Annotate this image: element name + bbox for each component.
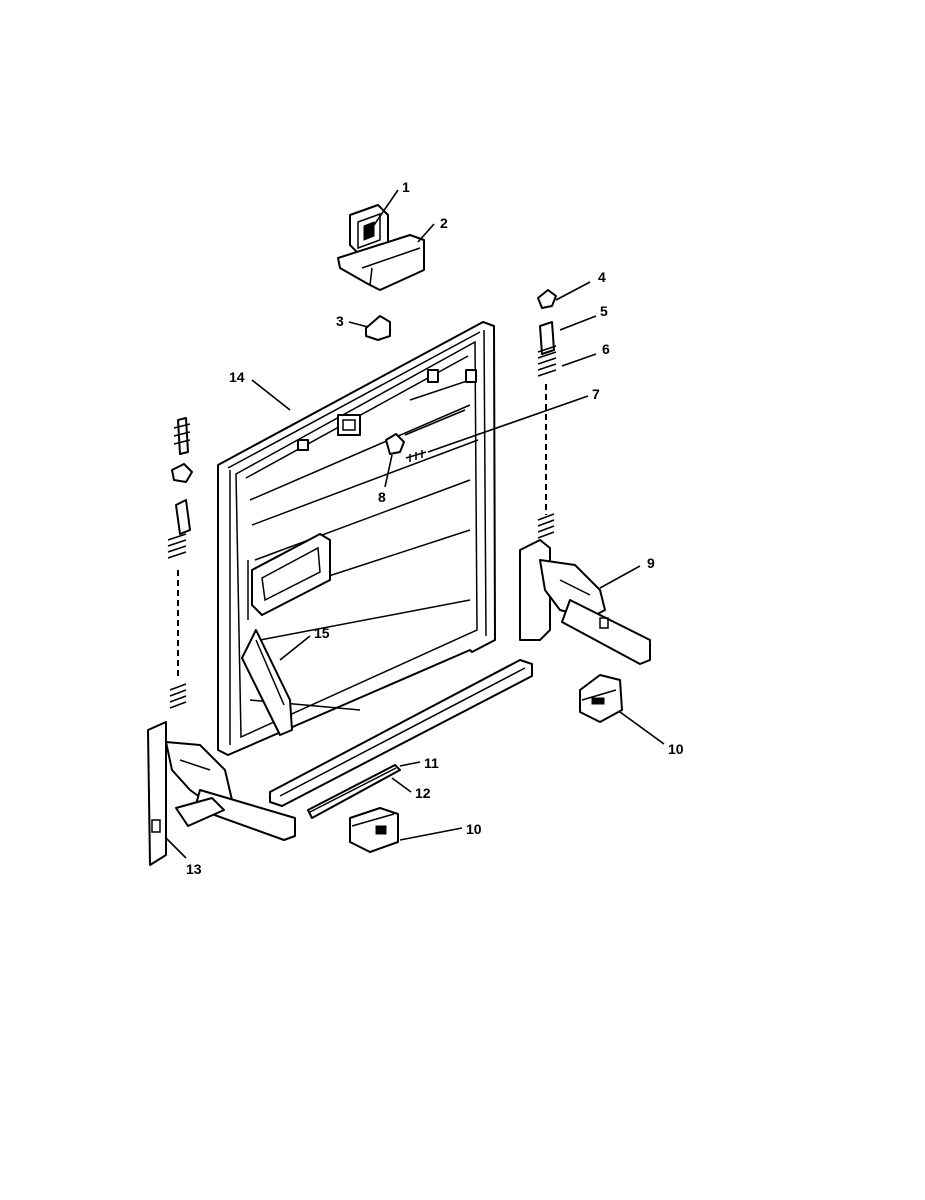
callout-6: 6 (602, 341, 610, 357)
callout-3: 3 (336, 313, 344, 329)
left-hinge-bracket (147, 721, 296, 866)
right-hinge-bracket (519, 539, 651, 665)
callout-13: 13 (186, 861, 202, 877)
callout-labels: 1 2 3 4 5 6 7 8 9 10 10 11 12 13 14 15 (186, 179, 684, 877)
callout-10-right: 10 (668, 741, 684, 757)
callout-14: 14 (229, 369, 245, 385)
leader-lines (165, 189, 665, 859)
part-10-right-block (579, 674, 623, 723)
door-panel (217, 321, 496, 756)
callout-5: 5 (600, 303, 608, 319)
callout-1: 1 (402, 179, 410, 195)
callout-2: 2 (440, 215, 448, 231)
callout-12: 12 (415, 785, 431, 801)
part-7-8-screw-assembly (385, 433, 427, 462)
left-spring-assembly (167, 417, 193, 709)
callout-7: 7 (592, 386, 600, 402)
callout-8: 8 (378, 489, 386, 505)
callout-15: 15 (314, 625, 330, 641)
callout-4: 4 (598, 269, 606, 285)
part-10-bottom-block (349, 807, 399, 853)
bottom-rails (269, 659, 533, 819)
latch-assembly (337, 204, 425, 291)
right-spring-assembly (537, 289, 557, 539)
callout-11: 11 (424, 755, 439, 771)
callout-10-bottom: 10 (466, 821, 482, 837)
callout-9: 9 (647, 555, 655, 571)
part-3-clip (365, 315, 391, 341)
